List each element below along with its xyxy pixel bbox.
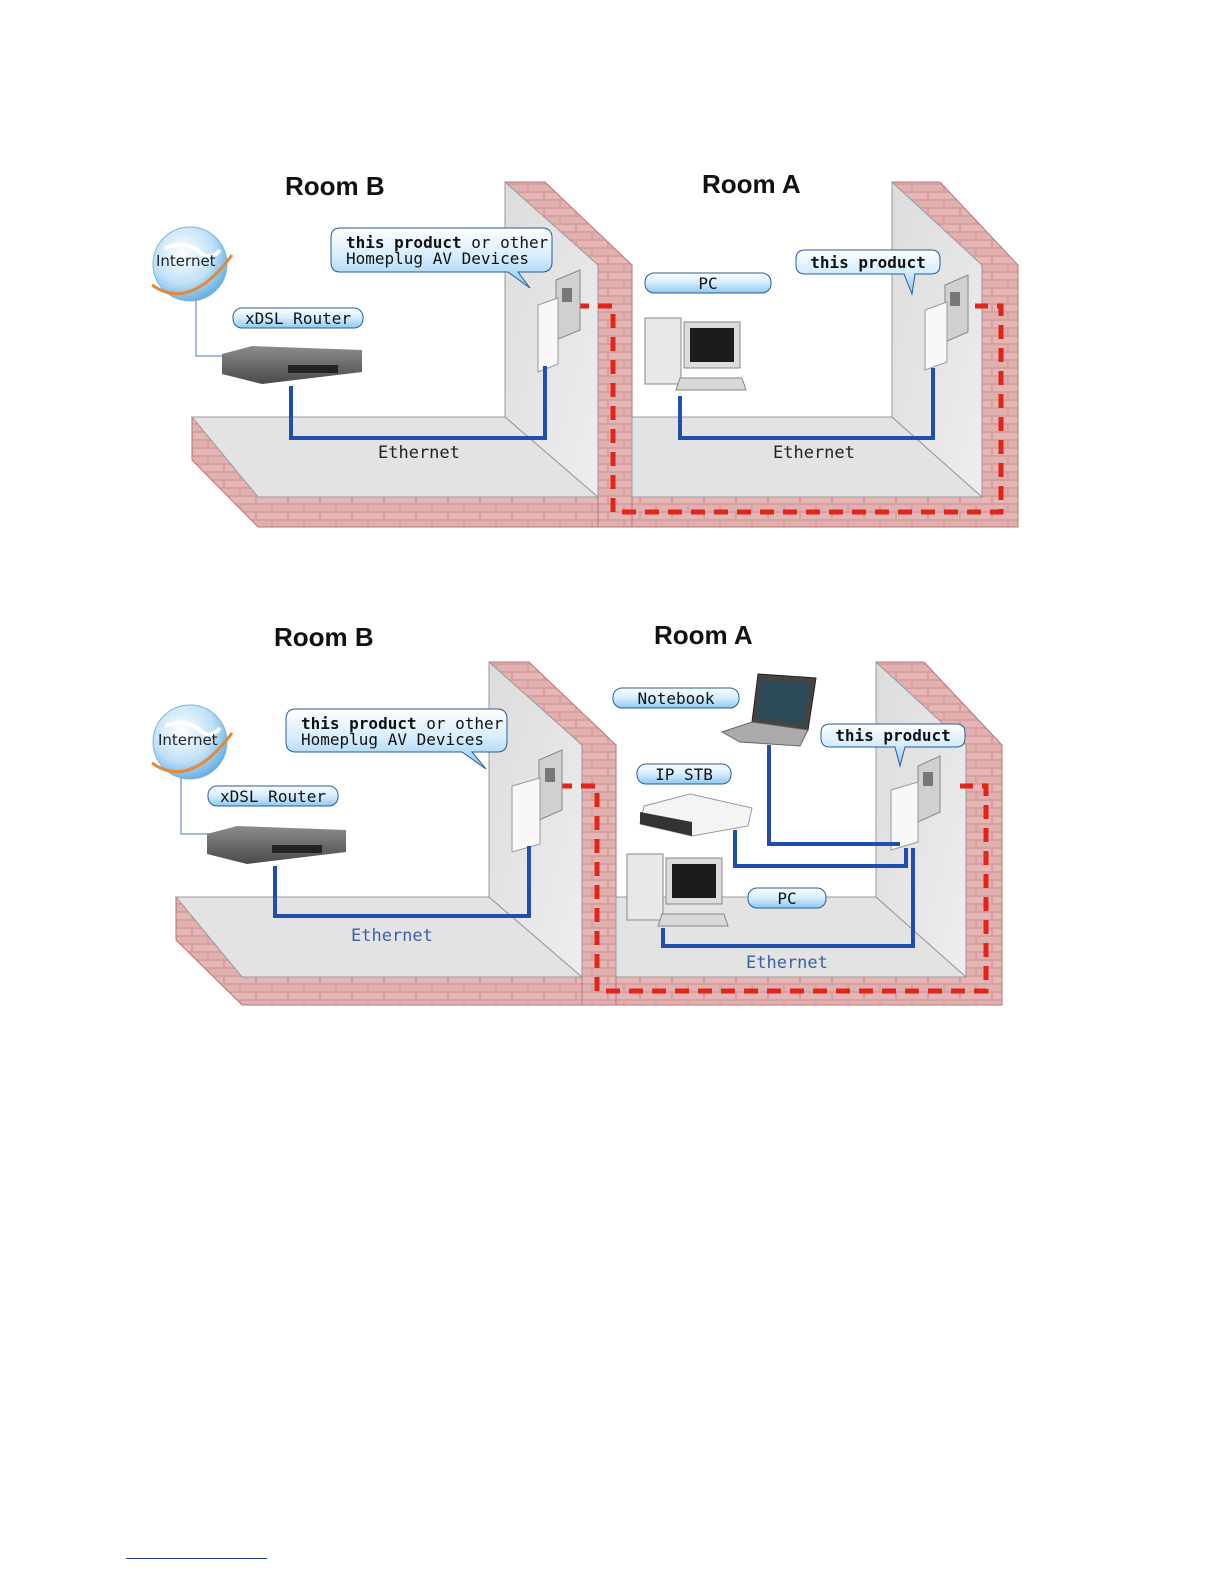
- room-a-title-2: Room A: [654, 620, 753, 650]
- callout-a-label: this product: [810, 253, 926, 272]
- router-label: xDSL Router: [245, 309, 351, 328]
- xdsl-router-icon-2: [207, 826, 346, 864]
- router-label-2: xDSL Router: [220, 787, 326, 806]
- callout-a2-label: this product: [835, 726, 951, 745]
- xdsl-router-icon: [222, 346, 362, 384]
- internet-link: [196, 299, 225, 356]
- ipstb-label: IP STB: [655, 765, 713, 784]
- room-b-title: Room B: [285, 171, 385, 201]
- internet-label: Internet: [156, 252, 216, 270]
- pc-label: PC: [698, 274, 717, 293]
- ip-stb-icon: [640, 794, 752, 836]
- internet-label-2: Internet: [158, 731, 218, 749]
- internet-link-2: [181, 778, 210, 834]
- pc-icon: [645, 318, 746, 390]
- ethernet-label-room-a-2: Ethernet: [746, 953, 828, 973]
- notebook-label: Notebook: [637, 689, 714, 708]
- pc-icon-2: [627, 854, 728, 926]
- ethernet-label-room-a: Ethernet: [773, 443, 855, 463]
- diagram-1: Room B Room A Internet xDSL Router this …: [152, 169, 1018, 527]
- footnote-separator: [126, 1558, 267, 1559]
- callout-b-line2: Homeplug AV Devices: [346, 249, 529, 268]
- ethernet-label-room-b: Ethernet: [378, 443, 460, 463]
- callout-b2-line2: Homeplug AV Devices: [301, 730, 484, 749]
- room-b-title-2: Room B: [274, 622, 374, 652]
- notebook-icon: [722, 674, 816, 746]
- diagram-2: Room B Room A Internet xDSL Router this …: [152, 620, 1002, 1005]
- pc-label-2: PC: [777, 889, 796, 908]
- room-a-title: Room A: [702, 169, 801, 199]
- ethernet-label-room-b-2: Ethernet: [351, 926, 433, 946]
